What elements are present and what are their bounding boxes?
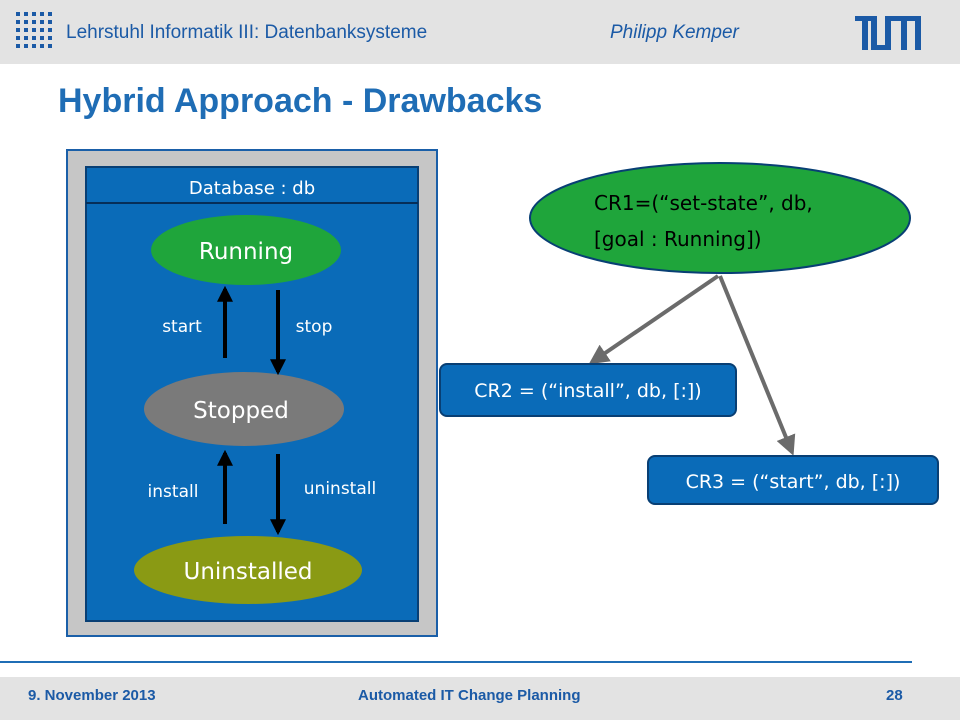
state-stopped-label: Stopped — [193, 398, 289, 424]
transition-uninstall-label: uninstall — [304, 479, 376, 499]
state-stopped — [144, 372, 344, 446]
footer-band — [0, 677, 960, 720]
state-running — [151, 215, 341, 285]
page-number: 28 — [886, 687, 903, 704]
tum-logo-icon — [855, 16, 921, 50]
cr1-request-line2: [goal : Running]) — [594, 227, 762, 251]
state-running-label: Running — [199, 239, 293, 265]
cr3-request-label: CR3 = (“start”, db, [:]) — [686, 471, 901, 493]
footer-date: 9. November 2013 — [28, 687, 156, 704]
footer-topic: Automated IT Change Planning — [358, 687, 581, 704]
cr2-request — [439, 363, 737, 417]
header-band — [0, 0, 960, 64]
presenter-name: Philipp Kemper — [610, 22, 739, 43]
cr1-request-line1: CR1=(“set-state”, db, — [594, 191, 813, 215]
state-uninstalled-label: Uninstalled — [183, 559, 312, 585]
database-label: Database : db — [189, 178, 315, 199]
cr1-to-cr3-arrow — [718, 275, 796, 456]
chair-logo-icon — [16, 12, 52, 48]
cr2-request-label: CR2 = (“install”, db, [:]) — [474, 380, 701, 402]
chair-name: Lehrstuhl Informatik III: Datenbanksyste… — [66, 22, 428, 43]
footer-divider — [0, 661, 912, 663]
transition-start-label: start — [162, 317, 202, 337]
cr1-to-cr2-arrow — [588, 274, 720, 365]
slide-title: Hybrid Approach - Drawbacks — [58, 82, 543, 120]
transition-install-label: install — [148, 482, 199, 502]
state-uninstalled — [134, 536, 362, 604]
cr3-request — [647, 455, 939, 505]
cr1-request — [529, 162, 911, 274]
transition-stop-label: stop — [296, 317, 333, 337]
